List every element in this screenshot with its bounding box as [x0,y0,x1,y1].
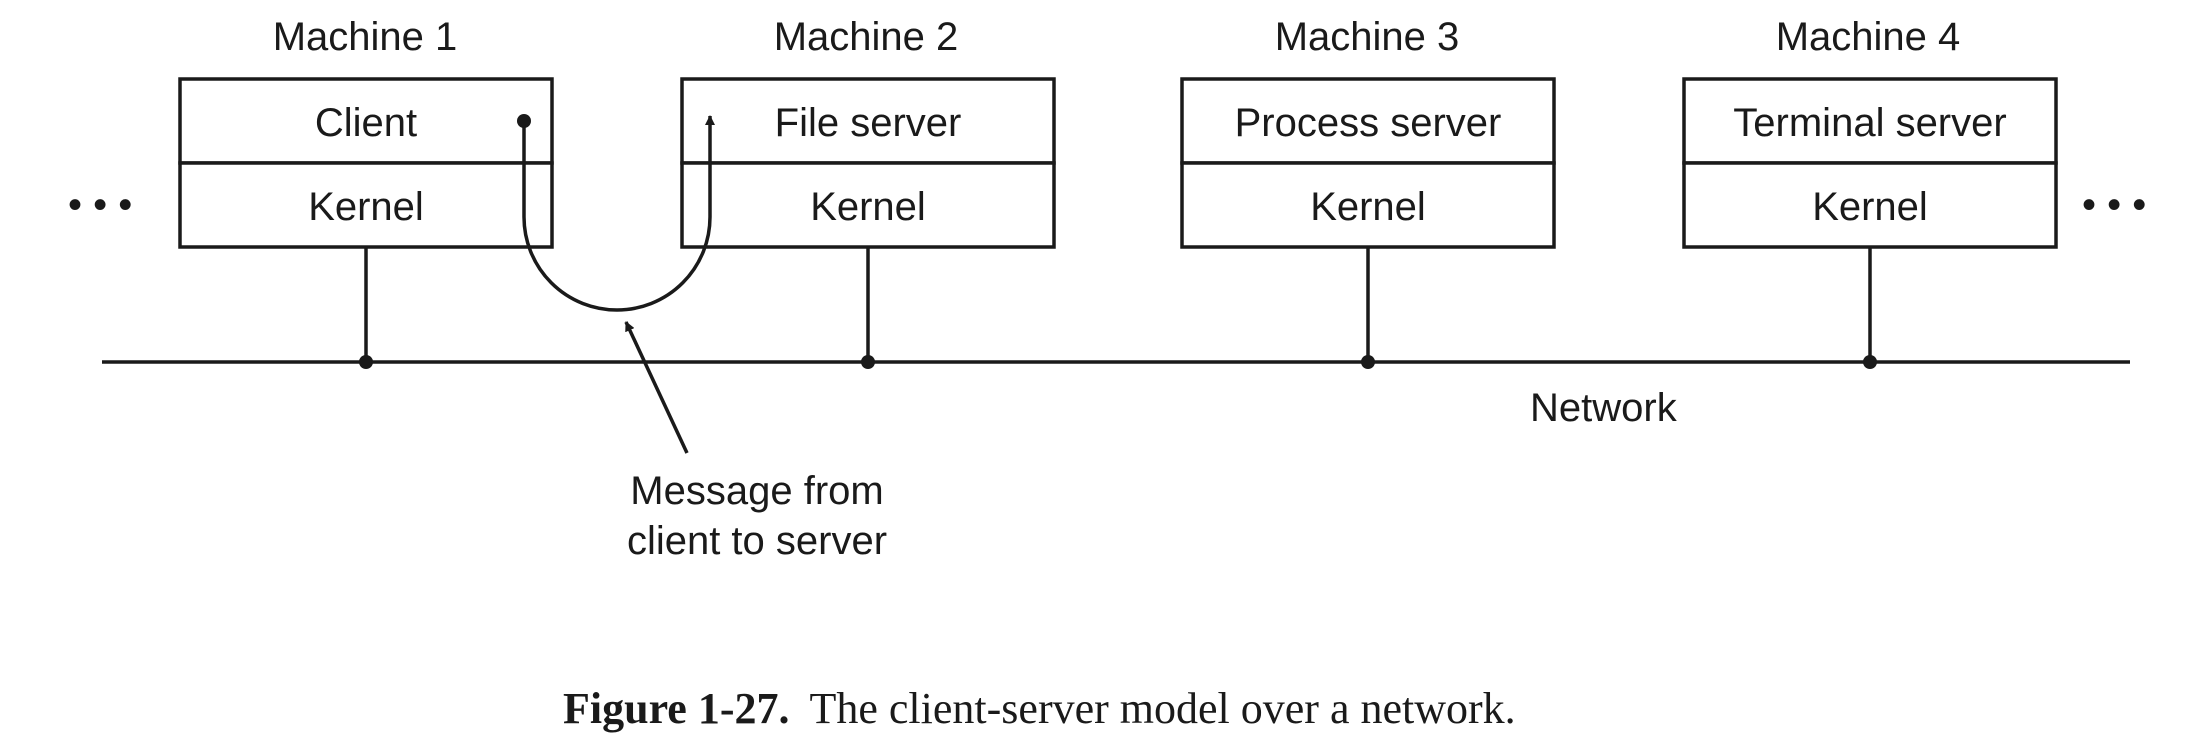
machine-4-junction-dot [1863,355,1877,369]
message-pointer-arrow [624,321,689,454]
machine-1-title: Machine 1 [273,15,458,59]
machine-4-lower-box [1682,161,2058,249]
machine-2-lower-label: Kernel [810,185,926,229]
message-path-arrow [522,115,715,312]
machine-1-lower-box [178,161,554,249]
machine-1-junction-dot [359,355,373,369]
machine-2-junction-dot [861,355,875,369]
machine-3-junction-dot [1361,355,1375,369]
machine-3-title: Machine 3 [1275,15,1460,59]
figure-caption-text: The client-server model over a network. [810,684,1516,733]
machine-1-lower-label: Kernel [308,185,424,229]
machine-1-upper-label: Client [315,101,417,145]
machine-1: Machine 1 Client Kernel [178,15,554,369]
ellipsis-right: • • • [2082,183,2146,227]
machine-4-upper-box [1682,77,2058,165]
machine-3: Machine 3 Process server Kernel [1180,15,1556,369]
message-label-line-2: client to server [627,519,887,563]
machine-4-lower-label: Kernel [1812,185,1928,229]
machine-2-title: Machine 2 [774,15,959,59]
machine-2-upper-label: File server [775,101,962,145]
figure-number: Figure 1-27. [563,684,790,733]
ellipsis-left: • • • [68,183,132,227]
machine-3-lower-label: Kernel [1310,185,1426,229]
machine-2-lower-box [680,161,1056,249]
message-label-line-1: Message from [630,469,883,513]
machine-2: Machine 2 File server Kernel [680,15,1056,369]
figure-caption: Figure 1-27. The client-server model ove… [563,684,1516,733]
network-label: Network [1530,386,1678,430]
machine-4: Machine 4 Terminal server Kernel [1682,15,2058,369]
machine-3-upper-label: Process server [1235,101,1502,145]
machine-2-upper-box [680,77,1056,165]
machine-4-title: Machine 4 [1776,15,1961,59]
machine-4-upper-label: Terminal server [1733,101,2006,145]
